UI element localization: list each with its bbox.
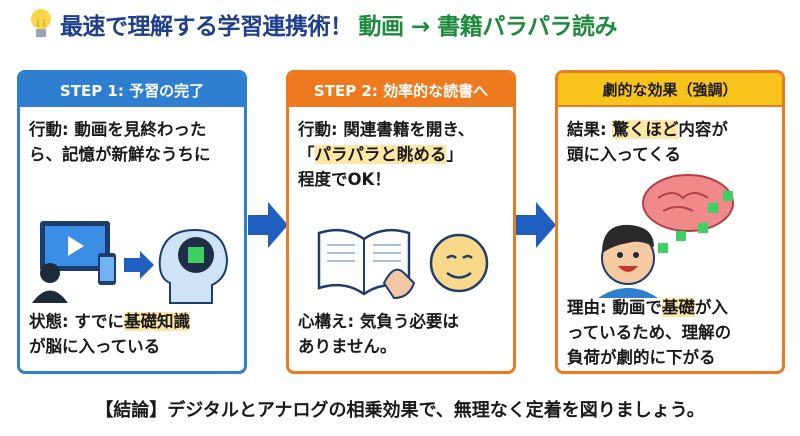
text-line: 負荷が劇的に下がる (567, 348, 716, 367)
arrow-right-icon (248, 202, 288, 248)
effect-header: 劇的な効果（強調） (558, 73, 782, 107)
effect-result: 結果: 驚くほど内容が 頭に入ってくる (567, 117, 776, 167)
text: 状態: すでに (29, 312, 125, 331)
step2-panel: STEP 2: 効率的な読書へ 行動: 関連書籍を開き、 「パラパラと眺める」 … (286, 70, 516, 374)
text-line: 頭に入ってくる (567, 145, 681, 164)
text-line: 行動: 関連書籍を開き、 (298, 120, 475, 139)
text-line: 心構え: 気負う必要は (298, 312, 459, 331)
text: 結果: (567, 120, 613, 139)
step1-state: 状態: すでに基礎知識 が脳に入っている (29, 309, 238, 359)
video-to-brain-illustration (32, 221, 229, 304)
text: 「 (298, 145, 315, 164)
effect-panel: 劇的な効果（強調） 結果: 驚くほど内容が 頭に入ってくる 理由: 動画で基礎が… (555, 70, 785, 374)
step1-action: 行動: 動画を見終わった ら、記憶が新鮮なうちに (29, 117, 238, 167)
step2-action: 行動: 関連書籍を開き、 「パラパラと眺める」 程度でOK！ (298, 117, 507, 192)
highlight-text: パラパラと眺める (314, 145, 447, 164)
step2-mindset: 心構え: 気負う必要は ありません。 (298, 309, 507, 359)
highlight-text: 基礎 (661, 298, 695, 317)
text: 内容が (678, 120, 728, 139)
effect-reason: 理由: 動画で基礎が入 っているため、理解の 負荷が劇的に下がる (567, 295, 776, 370)
highlight-text: 驚くほど (612, 120, 679, 139)
text-line: 行動: 動画を見終わった (29, 120, 207, 139)
book-and-smile-illustration (317, 228, 489, 300)
text-line: 程度でOK！ (298, 170, 391, 189)
conclusion-text: 【結論】デジタルとアナログの相乗効果で、無理なく定着を図りましょう。 (95, 400, 705, 421)
highlight-text: 基礎知識 (124, 312, 191, 331)
text: が入 (694, 298, 728, 317)
step1-header: STEP 1: 予習の完了 (20, 73, 244, 107)
page-title: 最速で理解する学習連携術！ 動画 → 書籍パラパラ読み (28, 6, 618, 42)
brain-and-happy-person-illustration (598, 174, 734, 298)
title-main: 最速で理解する学習連携術！ (60, 14, 353, 40)
text-line: ありません。 (298, 337, 397, 356)
text-line: が脳に入っている (29, 337, 161, 356)
step2-header: STEP 2: 効率的な読書へ (289, 73, 513, 107)
lightbulb-icon (31, 9, 51, 37)
step1-panel: STEP 1: 予習の完了 行動: 動画を見終わった ら、記憶が新鮮なうちに 状… (17, 70, 247, 374)
text: 理由: 動画で (567, 298, 662, 317)
arrow-right-icon (516, 202, 556, 248)
text: 」 (446, 145, 463, 164)
text-line: っているため、理解の (567, 323, 732, 342)
title-sub: 動画 → 書籍パラパラ読み (358, 14, 618, 40)
text-line: ら、記憶が新鮮なうちに (29, 145, 211, 164)
